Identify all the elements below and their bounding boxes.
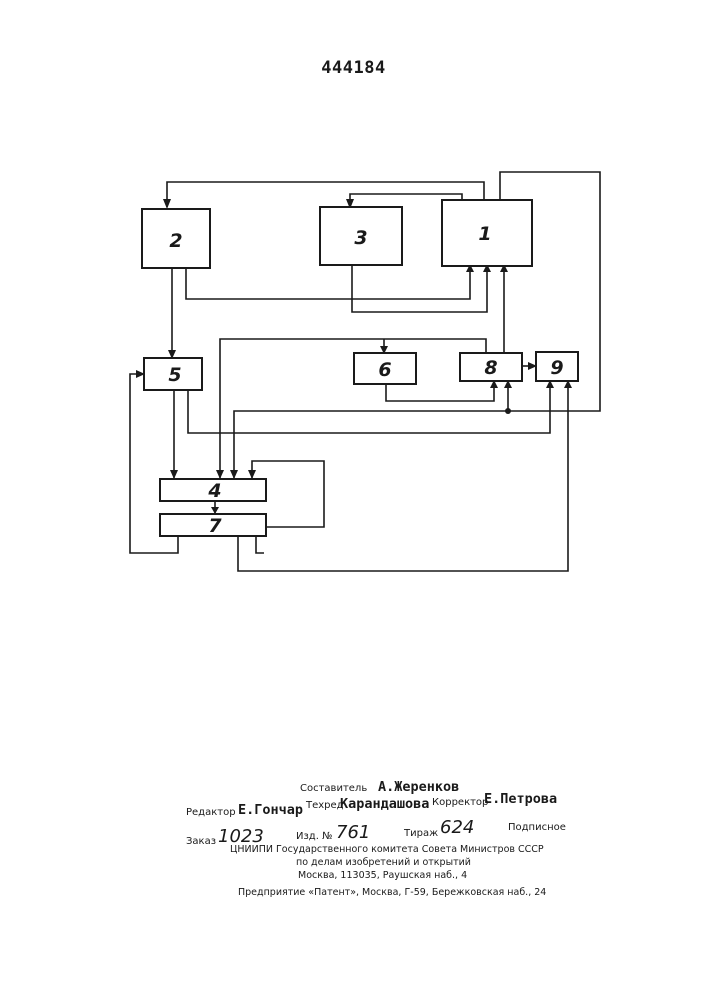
print-run-label: Тираж [404,828,438,839]
subscription-label: Подписное [508,822,566,833]
techred-label: Техред [306,800,344,811]
editor-label: Редактор [186,807,236,818]
corrector-label: Корректор [432,797,488,808]
edition-value: 761 [336,822,370,843]
enterprise-line: Предприятие «Патент», Москва, Г-59, Бере… [238,887,546,898]
composer-label: Составитель [300,783,367,794]
print-run-value: 624 [440,817,474,838]
institute-line-1: ЦНИИПИ Государственного комитета Совета … [230,844,544,855]
institute-line-3: Москва, 113035, Раушская наб., 4 [298,870,467,881]
editor-name: Е.Гончар [238,802,303,818]
composer-name: А.Жеренков [378,779,459,795]
order-label: Заказ [186,836,216,847]
institute-line-2: по делам изобретений и открытий [296,857,471,868]
corrector-name: Е.Петрова [484,791,557,807]
edition-label: Изд. № [296,831,332,842]
techred-name: Карандашова [340,796,429,812]
